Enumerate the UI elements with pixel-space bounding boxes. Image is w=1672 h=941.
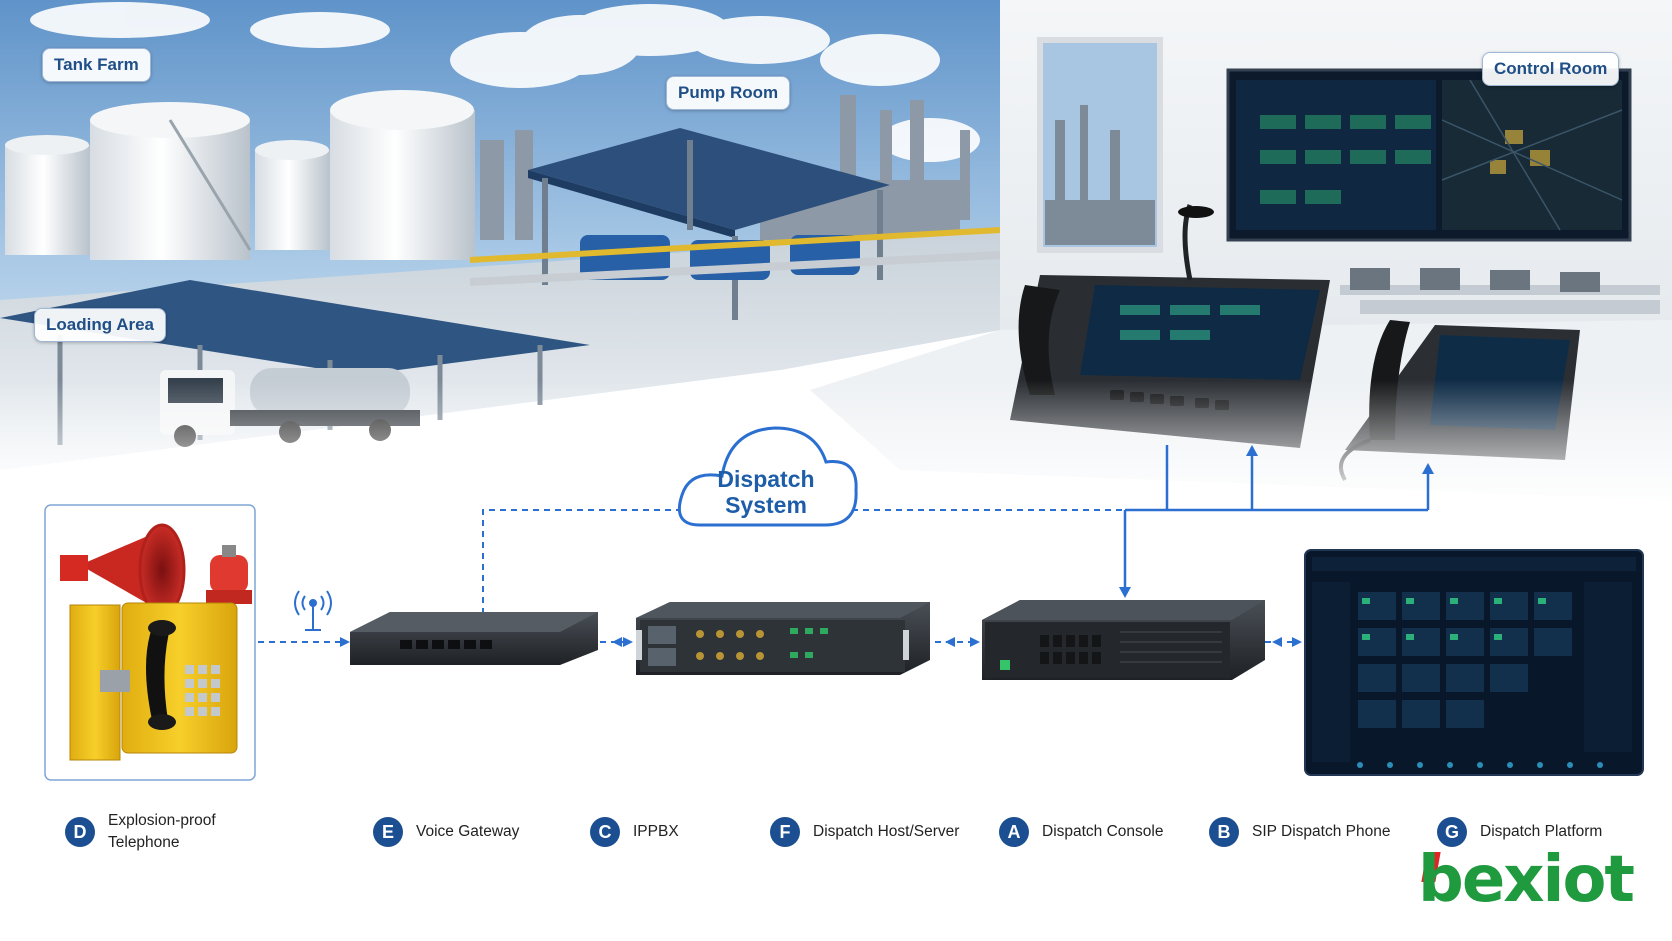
legend-item-dispatch-console: A Dispatch Console (999, 812, 1163, 852)
legend-item-sip-dispatch-phone: B SIP Dispatch Phone (1209, 812, 1390, 852)
dispatch-system-cloud (677, 426, 858, 527)
legend-badge: E (373, 817, 403, 847)
legend-item-voice-gateway: E Voice Gateway (373, 812, 519, 852)
explosion-proof-telephone-device (44, 504, 256, 781)
area-label-tank-farm: Tank Farm (42, 48, 151, 82)
legend-item-dispatch-platform: G Dispatch Platform (1437, 812, 1602, 852)
area-label-control-room: Control Room (1482, 52, 1620, 86)
legend-item-dispatch-host-server: F Dispatch Host/Server (770, 812, 959, 852)
voice-gateway-device (350, 612, 598, 665)
ippbx-device (636, 602, 930, 675)
legend-item-ippbx: C IPPBX (590, 812, 679, 852)
dispatch-system-label: Dispatch System (666, 466, 866, 518)
legend-label-line2: Telephone (108, 834, 180, 851)
pump-room-canopy (469, 128, 1001, 320)
area-label-loading-area: Loading Area (34, 308, 166, 342)
legend-badge: B (1209, 817, 1239, 847)
area-label-pump-room: Pump Room (666, 76, 791, 110)
legend-badge: C (590, 817, 620, 847)
legend-item-explosion-proof-telephone: D Explosion-proof Telephone (65, 812, 216, 852)
legend-label: IPPBX (633, 823, 679, 840)
legend-label: Dispatch Console (1042, 823, 1164, 840)
legend-label: Dispatch Platform (1480, 823, 1603, 840)
dispatch-system-label-line1: Dispatch (717, 466, 815, 492)
connection-arrowheads (340, 445, 1434, 647)
brand-logo: bexiot (1418, 843, 1635, 917)
wireless-signal-icon (294, 590, 332, 631)
legend-label: SIP Dispatch Phone (1252, 823, 1391, 840)
dispatch-platform-screen (1304, 549, 1644, 776)
video-wall (1226, 68, 1632, 242)
legend-label: Voice Gateway (416, 823, 520, 840)
legend-badge: G (1437, 817, 1467, 847)
legend-label: Explosion-proof Telephone (108, 810, 216, 854)
legend-badge: A (999, 817, 1029, 847)
legend-badge: F (770, 817, 800, 847)
storage-tanks (5, 90, 475, 260)
dispatch-server-device (982, 600, 1265, 680)
legend-label-line1: Explosion-proof (108, 812, 216, 829)
legend-label: Dispatch Host/Server (813, 823, 960, 840)
dispatch-system-label-line2: System (725, 492, 807, 518)
legend-badge: D (65, 817, 95, 847)
